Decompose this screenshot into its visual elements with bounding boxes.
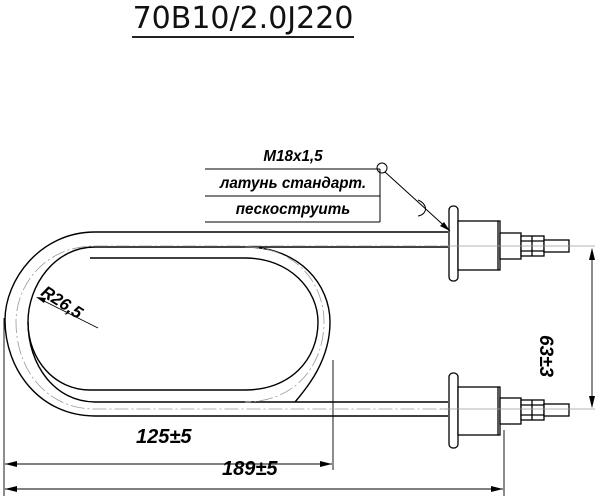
u-tube bbox=[4, 231, 448, 417]
inner-length-label: 125±5 bbox=[136, 426, 192, 448]
bottom-terminal bbox=[448, 372, 570, 449]
inner-loop-top bbox=[244, 246, 331, 403]
tube-outer-edge bbox=[4, 231, 448, 417]
radius-arrow bbox=[36, 297, 46, 303]
leader-arrow bbox=[440, 222, 450, 231]
neck bbox=[499, 397, 522, 425]
flange bbox=[448, 205, 459, 282]
leader-note-frame bbox=[205, 162, 451, 232]
top-terminal bbox=[448, 205, 570, 282]
threaded-body bbox=[457, 386, 501, 436]
dim-horizontal bbox=[3, 318, 505, 496]
threaded-body bbox=[457, 220, 501, 271]
drawing-title: 70B10/2.0J220 bbox=[132, 1, 354, 38]
leader-origin-circle bbox=[376, 162, 388, 174]
centerlines bbox=[15, 245, 570, 410]
pin bbox=[543, 403, 570, 417]
overall-length-label: 189±5 bbox=[222, 458, 278, 480]
inner-loop bbox=[27, 257, 319, 391]
note-thread: M18x1,5 bbox=[263, 148, 323, 165]
flange bbox=[448, 372, 459, 449]
terminal-spacing-label: 63±3 bbox=[535, 335, 556, 378]
note-finish: пескоструить bbox=[235, 201, 351, 218]
note-material: латунь стандарт. bbox=[219, 175, 367, 192]
